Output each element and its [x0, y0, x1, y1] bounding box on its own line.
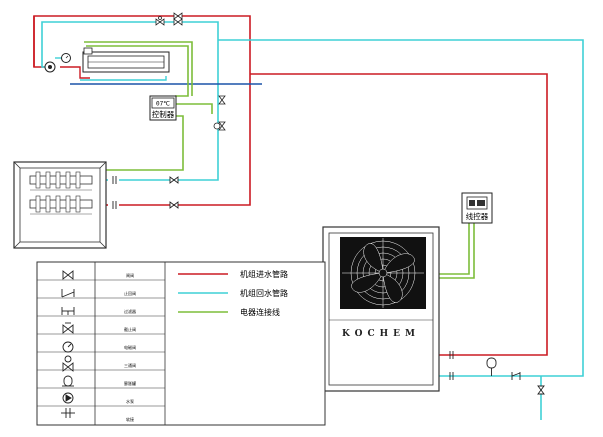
- fan-coil-connections: [55, 57, 262, 85]
- legend-line-label: 机组进水管路: [240, 269, 288, 279]
- fan-coil-unit: [82, 47, 170, 73]
- pump-icon: [62, 392, 74, 404]
- relief-valve-icon: [62, 322, 74, 334]
- controller-label: 控制器: [152, 109, 175, 119]
- legend-symbol-name: 电磁阀: [124, 344, 136, 350]
- control-wiring: [84, 41, 475, 279]
- gate-valve-icon: [62, 270, 74, 280]
- wire-controller-label: 线控器: [466, 211, 489, 221]
- legend-symbol-name: 截止阀: [124, 326, 136, 332]
- legend-line-label: 机组回水管路: [240, 288, 288, 298]
- legend-symbol-name: 软接: [126, 416, 134, 422]
- legend-symbol-name: 闸阀: [126, 272, 134, 278]
- manifold-line-fittings: [112, 176, 179, 209]
- fan-grille-icon: [342, 238, 424, 308]
- legend-line-label: 电器连接线: [240, 307, 280, 317]
- fan-coil-gauge-icon: [61, 53, 71, 63]
- union-icon: [61, 408, 75, 418]
- two-way-valve-icon: [62, 355, 74, 372]
- outdoor-pipe-fittings: [449, 351, 545, 395]
- wire-controller: 线控器: [461, 192, 493, 224]
- legend-symbol-name: 三通阀: [124, 362, 136, 368]
- expansion-tank-icon: [62, 375, 74, 387]
- outdoor-unit-brand: KOCHEM: [342, 329, 420, 339]
- riser-valves: [213, 95, 226, 131]
- controller-display: 07℃: [156, 101, 170, 108]
- legend-symbol-name: 过滤器: [124, 308, 136, 314]
- legend-symbol-name: 止回阀: [124, 290, 136, 296]
- legend-symbol-name: 膨胀罐: [124, 380, 136, 386]
- filter-icon: [61, 307, 75, 315]
- check-valve-icon: [61, 289, 75, 298]
- floor-heating-manifold: [13, 161, 107, 249]
- legend-symbol-name: 水泵: [126, 398, 134, 404]
- fan-coil-pump-icon: [44, 61, 56, 73]
- legend: 闸阀 止回阀 过滤器 截止阀 电磁阀 三通阀 膨胀罐 水泵 软接 机组进水管路 …: [36, 261, 326, 426]
- controller: 07℃ 控制器: [149, 95, 177, 121]
- top-gate-valve-icon: [155, 12, 183, 26]
- gauge-icon: [62, 341, 74, 353]
- outdoor-heat-pump-unit: KOCHEM: [322, 226, 440, 392]
